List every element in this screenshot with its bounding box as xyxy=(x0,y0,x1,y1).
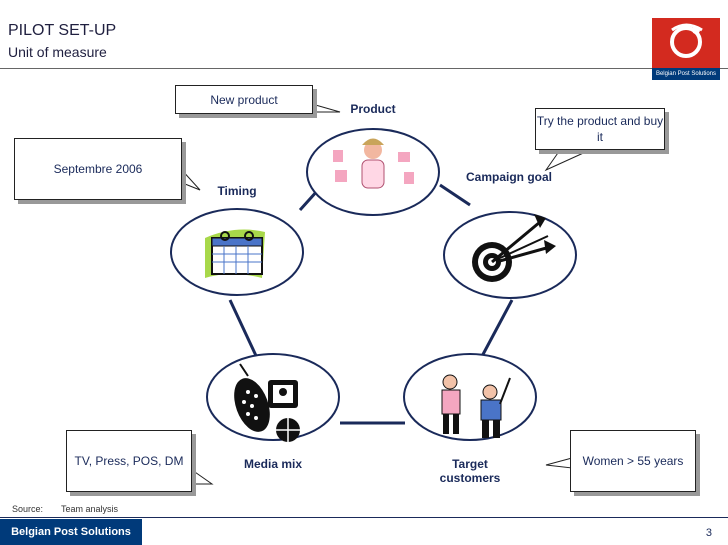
callout-pointer-campaign xyxy=(544,149,591,172)
edge-campaign-target xyxy=(478,299,514,361)
footer-divider xyxy=(0,517,728,518)
node-label-target-customers: Target customers xyxy=(439,457,501,485)
callout-media-mix: TV, Press, POS, DM xyxy=(66,430,192,492)
target-arrows-icon xyxy=(472,214,556,282)
title-divider xyxy=(0,68,728,69)
node-label-campaign-goal: Campaign goal xyxy=(466,170,553,184)
source-note: Source: Team analysis xyxy=(12,504,136,514)
media-devices-icon xyxy=(234,363,300,442)
edge-product-campaign xyxy=(439,183,471,207)
node-label-timing: Timing xyxy=(217,184,257,198)
source-value: Team analysis xyxy=(61,504,119,514)
node-label-product: Product xyxy=(350,102,396,116)
callout-pointer-media xyxy=(191,469,214,485)
page-title: PILOT SET-UP xyxy=(8,22,117,39)
page-subtitle: Unit of measure xyxy=(8,44,107,60)
callout-campaign-goal: Try the product and buy it xyxy=(535,108,665,150)
node-label-media-mix: Media mix xyxy=(243,457,303,471)
edge-media-timing xyxy=(228,299,260,361)
footer-brand: Belgian Post Solutions xyxy=(0,519,142,545)
callout-product: New product xyxy=(175,85,313,114)
belgian-post-logo xyxy=(652,18,720,68)
business-people-icon xyxy=(441,374,511,438)
callout-target-customers: Women > 55 years xyxy=(570,430,696,492)
calendar-icon xyxy=(205,229,265,278)
logo-caption: Belgian Post Solutions xyxy=(652,68,720,80)
page-number: 3 xyxy=(705,527,712,539)
source-label: Source: xyxy=(12,504,44,514)
callout-timing: Septembre 2006 xyxy=(14,138,182,200)
callout-pointer-target xyxy=(545,457,573,469)
node-target-ellipse xyxy=(403,353,537,441)
woman-portrait-icon xyxy=(333,138,414,189)
